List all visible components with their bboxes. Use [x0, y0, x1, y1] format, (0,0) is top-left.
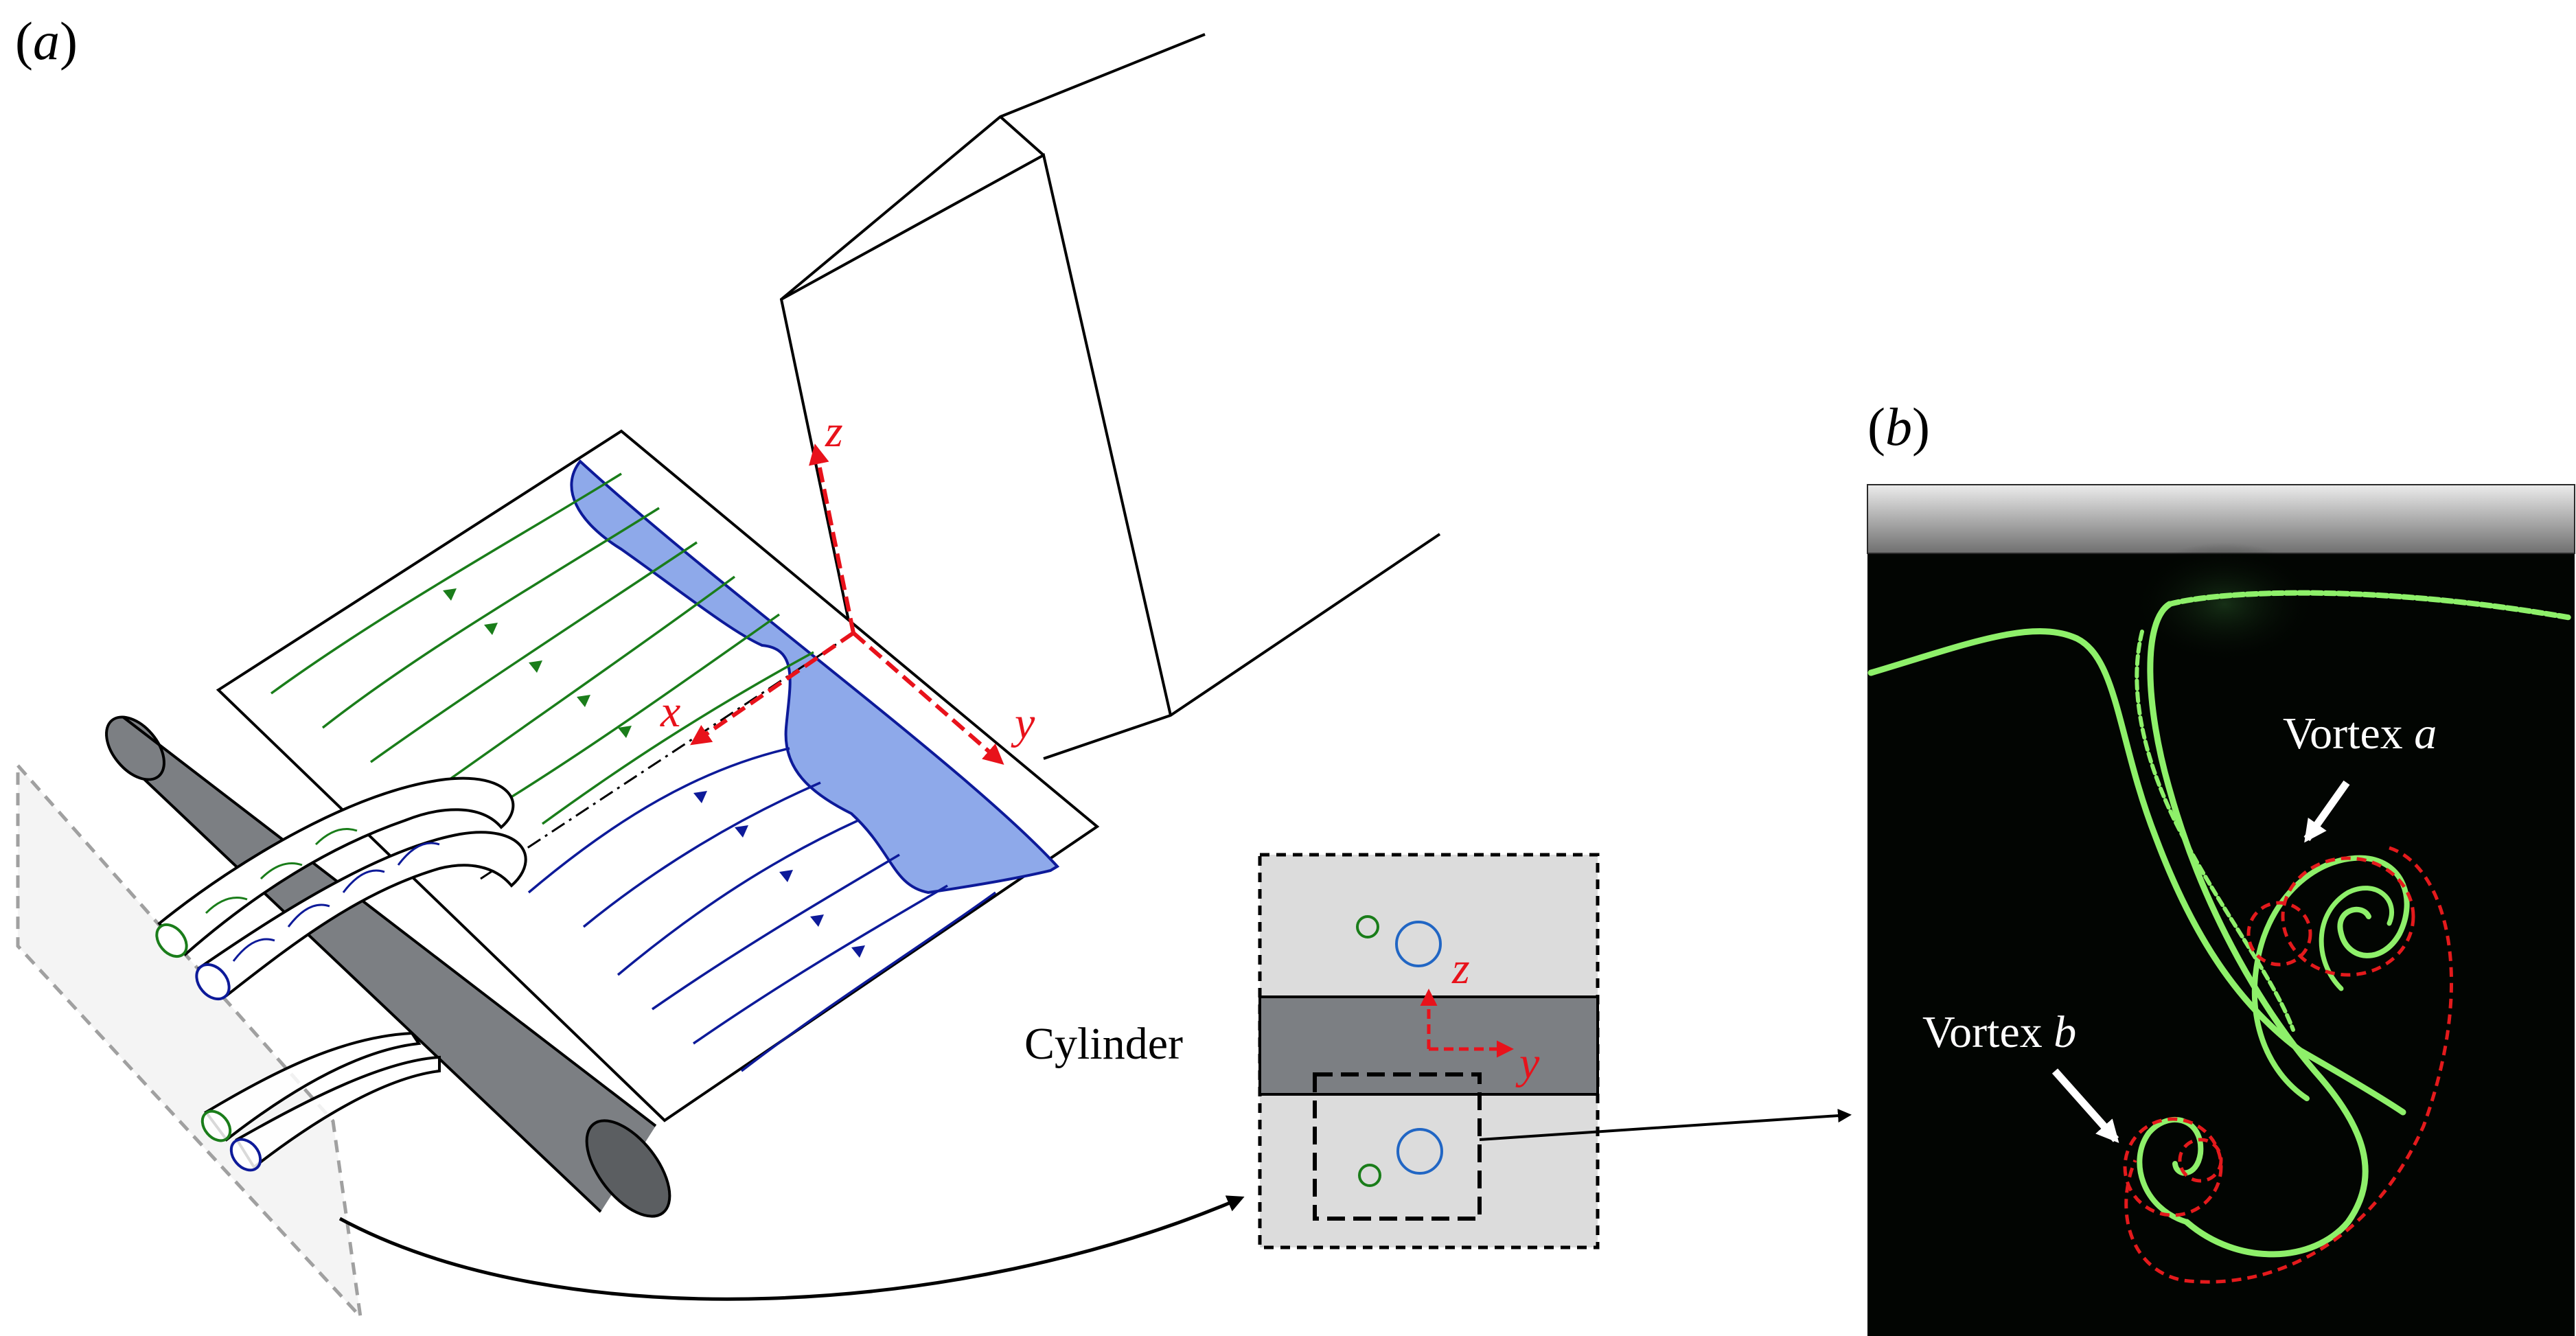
cross-section-inset — [1258, 853, 1600, 1249]
vertical-plate — [779, 33, 1441, 760]
blue-streamline-arrows — [693, 791, 865, 958]
axis-y-label: y — [1011, 698, 1035, 748]
inset-to-photo-arrow — [1479, 1109, 1852, 1141]
green-streamline-arrows — [443, 588, 632, 738]
blue-streamlines — [527, 747, 997, 1072]
panel-a-label: (a) — [15, 11, 78, 71]
inset-axis-y-label: y — [1515, 1038, 1540, 1088]
axis-x-label: x — [660, 687, 680, 737]
flow-visualization-photo — [1867, 484, 2575, 1336]
inset-axis-z-label: z — [1451, 943, 1470, 993]
axis-z-label: z — [825, 406, 843, 457]
horizontal-plate — [216, 429, 1100, 1122]
observation-plane — [16, 761, 363, 1322]
vortex-tubes-upper — [155, 776, 527, 1001]
vortex-tubes-lower — [200, 1031, 441, 1172]
vortex-tube-upper-swirls — [205, 828, 440, 962]
green-streamlines — [270, 472, 814, 825]
cylinder-label: Cylinder — [1024, 1019, 1183, 1069]
coordinate-axes — [690, 444, 1004, 765]
vortex-b-label: Vortex b — [1922, 1007, 2076, 1057]
vortex-a-label: Vortex a — [2283, 709, 2437, 759]
plane-to-inset-arrow — [338, 1195, 1245, 1301]
separation-surface — [570, 459, 1060, 895]
zoom-window — [1313, 1072, 1482, 1221]
plate-centerline — [480, 632, 854, 880]
cylinder-3d — [105, 715, 671, 1218]
panel-b-label: (b) — [1867, 397, 1930, 457]
